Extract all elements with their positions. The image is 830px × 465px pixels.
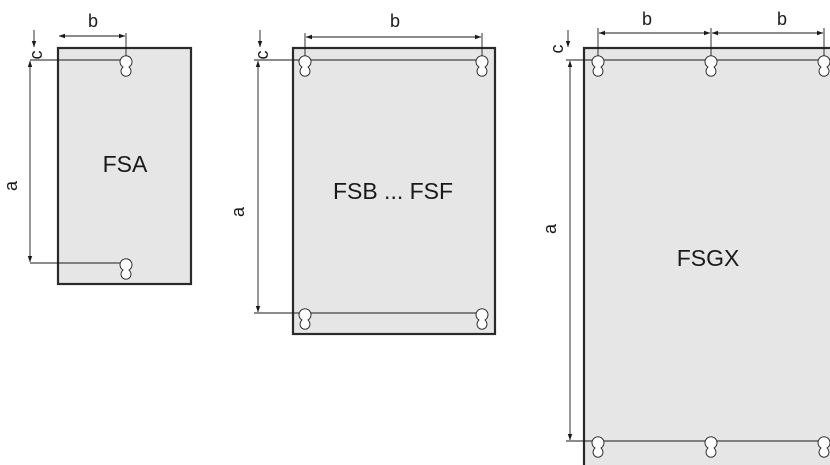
frame-fsgx-panel bbox=[582, 46, 830, 465]
keyhole-icon bbox=[591, 55, 605, 77]
keyhole-icon bbox=[298, 308, 312, 330]
frame-fsgx-label-a: a bbox=[540, 223, 560, 234]
frame-fsb-fsf-label-a: a bbox=[228, 206, 248, 217]
keyhole-icon bbox=[817, 55, 830, 77]
keyhole-icon bbox=[298, 55, 312, 77]
frame-fsa-label-a: a bbox=[1, 180, 21, 191]
frame-fsa: b c a FSA bbox=[1, 11, 193, 286]
keyhole-icon bbox=[704, 436, 718, 458]
frame-fsgx-label-c: c bbox=[547, 45, 567, 54]
frame-fsb-fsf-title: FSB ... FSF bbox=[333, 178, 453, 204]
keyhole-icon bbox=[704, 55, 718, 77]
frame-fsa-title: FSA bbox=[103, 151, 148, 177]
frame-fsa-panel bbox=[56, 46, 193, 286]
frame-fsb-fsf: b c a FSB ... FSF bbox=[228, 11, 497, 336]
frame-fsb-fsf-panel bbox=[291, 46, 497, 336]
frame-fsgx-label-b-left: b bbox=[642, 9, 652, 29]
frame-fsgx-title: FSGX bbox=[677, 245, 740, 271]
frame-fsa-label-c: c bbox=[26, 51, 46, 60]
keyhole-icon bbox=[475, 55, 489, 77]
frame-fsa-label-b: b bbox=[88, 11, 98, 31]
keyhole-icon bbox=[119, 55, 133, 77]
frame-fsb-fsf-label-b: b bbox=[390, 11, 400, 31]
keyhole-icon bbox=[475, 308, 489, 330]
frame-fsb-fsf-label-c: c bbox=[252, 51, 272, 60]
keyhole-icon bbox=[119, 258, 133, 280]
keyhole-icon bbox=[591, 436, 605, 458]
keyhole-icon bbox=[817, 436, 830, 458]
frame-fsgx: b b c a FSGX bbox=[540, 9, 830, 465]
frame-fsgx-label-b-right: b bbox=[777, 9, 787, 29]
